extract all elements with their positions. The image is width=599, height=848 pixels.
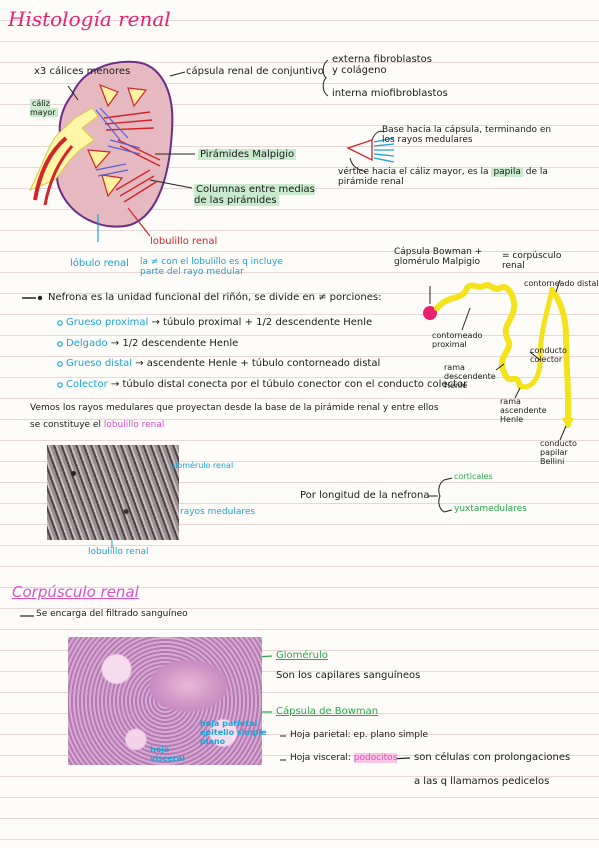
pyramid bbox=[98, 83, 119, 108]
pyramid bbox=[101, 174, 124, 198]
hoja-parietal-micro-label: hoja parietal epitelio simple plano bbox=[200, 719, 267, 746]
calices-menores-label: x3 cálices menores bbox=[34, 66, 131, 77]
glomerulo-label: Glomérulo bbox=[276, 650, 328, 661]
colector-label: conducto colector bbox=[530, 346, 567, 364]
nefrona-item: Grueso proximal → túbulo proximal + 1/2 … bbox=[66, 317, 373, 328]
rayos-text-2: se constituye el lobulillo renal bbox=[30, 420, 165, 430]
nefrona-item: Colector → túbulo distal conecta por el … bbox=[66, 379, 468, 390]
lobulo-nota: la ≠ con el lobulillo es q incluye parte… bbox=[140, 257, 283, 277]
hoja-parietal-text: Hoja parietal: ep. plano simple bbox=[290, 730, 429, 740]
lobulo-label: lóbulo renal bbox=[70, 258, 129, 269]
capsula-bowman-label: Cápsula Bowman + glomérulo Malpigio bbox=[394, 247, 483, 267]
micrograph-rayos-medulares bbox=[47, 445, 179, 540]
micrograph-corpusculo bbox=[68, 637, 262, 765]
contorneado-proximal-label: contorneado proximal bbox=[432, 331, 483, 349]
hoja-visceral-micro-label: hoja visceral bbox=[150, 745, 185, 763]
vertice-desc: vértice hacia el cáliz mayor, es la papi… bbox=[338, 167, 548, 187]
corpusculo-encarga: Se encarga del filtrado sanguíneo bbox=[36, 609, 188, 619]
columnas-label: Columnas entre medias de las pirámides bbox=[194, 184, 315, 206]
rama-ascendente-label: rama ascendente Henle bbox=[500, 397, 547, 424]
rama-descendente-label: rama descendente Henle bbox=[444, 363, 496, 390]
capilares-text: Son los capilares sanguíneos bbox=[276, 670, 421, 681]
nephron-tubule bbox=[434, 282, 523, 389]
nefrona-item: Delgado → 1/2 descendente Henle bbox=[66, 338, 239, 349]
pyramid-icon bbox=[346, 139, 373, 162]
glomerulo-renal-label: glomérulo renal bbox=[170, 461, 234, 470]
glomerulus-icon bbox=[423, 306, 437, 320]
ureter bbox=[33, 136, 68, 201]
rayos-medulares-label: rayos medulares bbox=[180, 507, 256, 517]
capsula-label: cápsula renal de conjuntivo bbox=[186, 66, 324, 77]
corticales-label: corticales bbox=[454, 472, 493, 481]
celulas-text-1: son células con prolongaciones bbox=[414, 752, 571, 763]
longitud-label: Por longitud de la nefrona bbox=[300, 490, 430, 501]
corpusculo-label: = corpúsculo renal bbox=[502, 251, 562, 271]
page-title: Histología renal bbox=[8, 7, 171, 31]
nefrona-intro: Nefrona es la unidad funcional del riñón… bbox=[48, 292, 382, 303]
lobulillo-renal-label-2: lobulillo renal bbox=[88, 547, 149, 557]
corpusculo-title: Corpúsculo renal bbox=[12, 583, 139, 601]
calyx bbox=[28, 107, 99, 191]
papila-text: papila bbox=[491, 167, 523, 177]
base-desc: Base hacia la cápsula, terminando en los… bbox=[382, 125, 552, 145]
collecting-duct bbox=[549, 287, 571, 428]
lobulillo-label: lobulillo renal bbox=[150, 236, 218, 247]
capsula-bowman-title: Cápsula de Bowman bbox=[276, 706, 379, 717]
contorneado-distal-label: contorneado distal bbox=[524, 279, 599, 288]
conducto-papilar-label: conducto papilar Bellini bbox=[540, 439, 577, 466]
pyramid bbox=[87, 149, 112, 170]
capsula-interna: interna miofibroblastos bbox=[332, 88, 448, 99]
piramides-label: Pirámides Malpigio bbox=[198, 149, 297, 160]
capsula-externa: externa fibroblastos y colágeno bbox=[332, 54, 432, 76]
celulas-text-2: a las q llamamos pedicelos bbox=[414, 776, 550, 787]
nefrona-item: Grueso distal → ascendente Henle + túbul… bbox=[66, 358, 381, 369]
yuxtamedulares-label: yuxtamedulares bbox=[454, 504, 527, 514]
rayos-text-1: Vemos los rayos medulares que proyectan … bbox=[30, 403, 439, 413]
hoja-visceral-text: Hoja visceral: podocitos bbox=[290, 753, 398, 763]
caliz-mayor-label: cáliz mayor bbox=[30, 99, 58, 117]
pyramid bbox=[127, 87, 148, 108]
